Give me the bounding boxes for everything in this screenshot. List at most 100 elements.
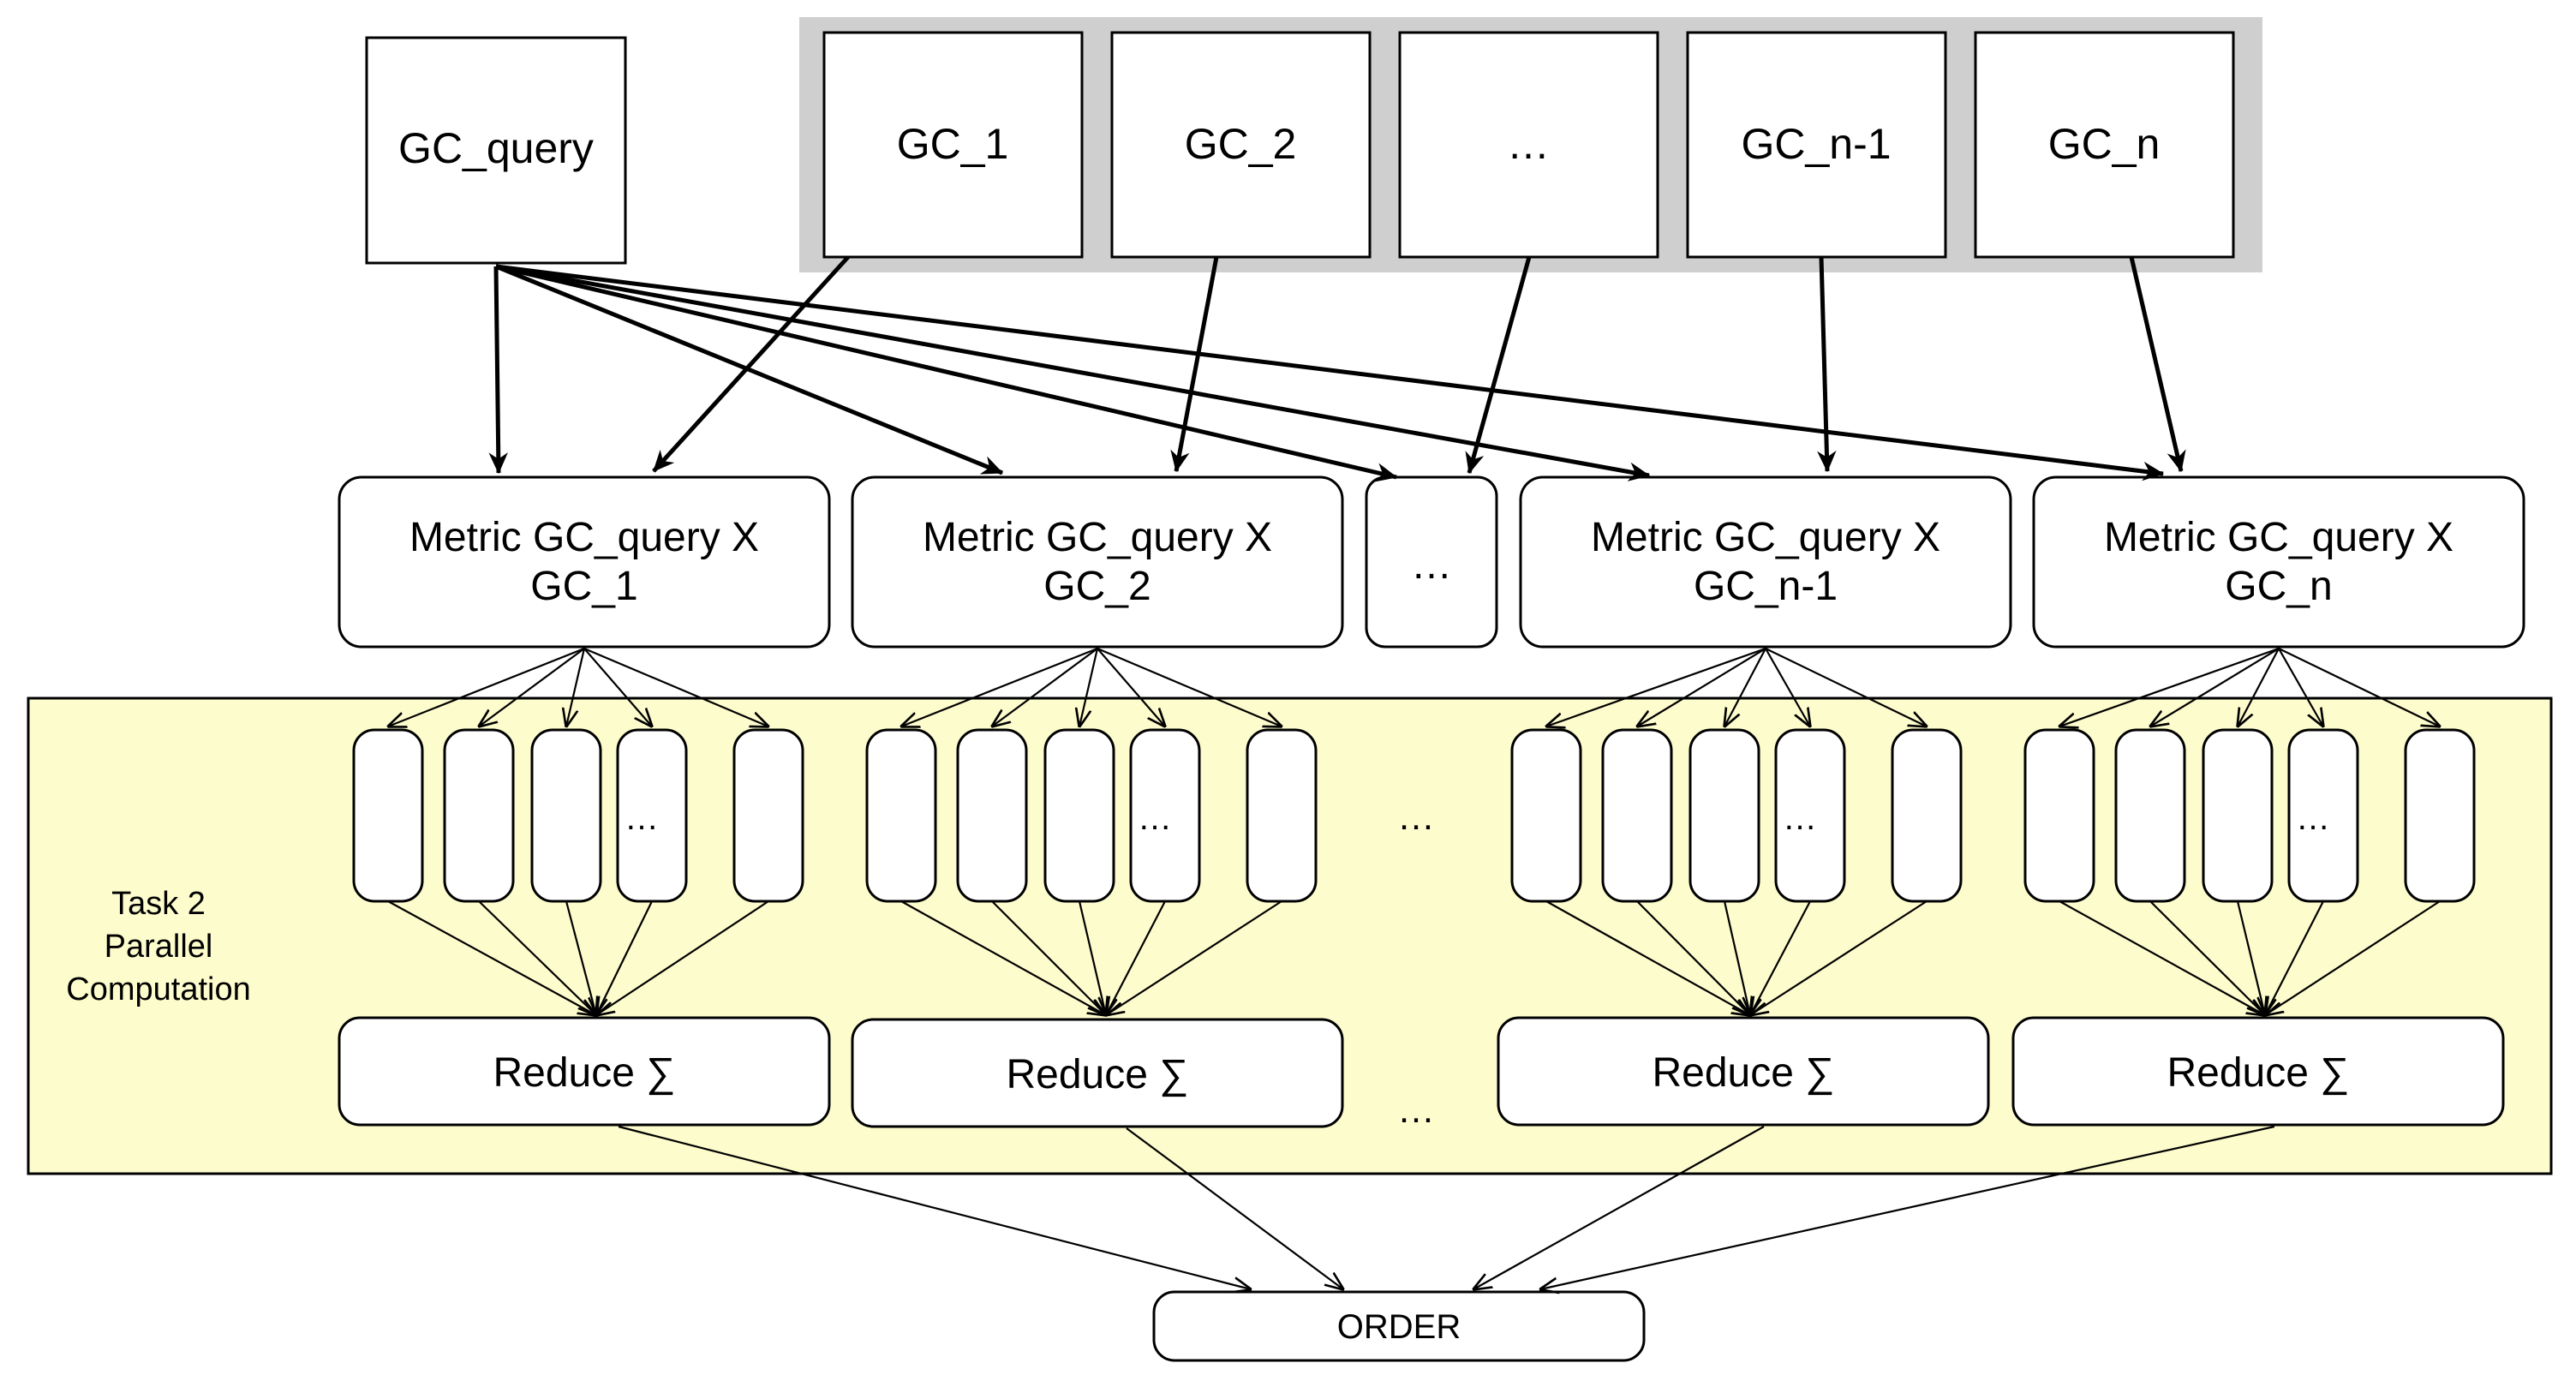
edge-worker-reduce (2149, 900, 2265, 1015)
reduce-node: Reduce ∑ (338, 1016, 831, 1127)
edge-query-metric-4 (495, 264, 1651, 481)
metric-node: Metric GC_query X GC_1 (338, 475, 831, 649)
edge-worker-reduce (900, 900, 1106, 1015)
edge-query-metric-3 (495, 264, 1398, 482)
edge-gc2-metric (1170, 256, 1219, 473)
edge-metric-worker (583, 648, 652, 726)
worker-pill (732, 728, 804, 903)
edge-metric-worker (1724, 648, 1766, 726)
edge-worker-reduce (1636, 900, 1750, 1015)
worker-pill (956, 728, 1028, 903)
collection-item-label: GC_1 (897, 120, 1009, 168)
edge-worker-reduce (596, 900, 653, 1015)
edge-metric-worker (1097, 648, 1165, 726)
edge-metric-worker (566, 648, 586, 726)
edge-gcdots-metric (1465, 256, 1532, 475)
worker-groups: … … … … (352, 647, 2476, 1015)
edge-reduce2-order (1126, 1127, 1343, 1289)
worker-group: … (2023, 647, 2476, 1015)
worker-pill (1601, 728, 1673, 903)
edge-reduce1-order (618, 1125, 1251, 1289)
reduce-label: Reduce ∑ (493, 1050, 676, 1096)
worker-ellipsis: … (1783, 799, 1817, 837)
edge-metric-worker (1546, 647, 1766, 726)
edge-metric-worker (1765, 648, 1927, 726)
reduce-label: Reduce ∑ (1653, 1050, 1835, 1096)
reduce-ellipsis: … (1397, 1089, 1435, 1131)
worker-ellipsis: … (625, 799, 659, 837)
edge-query-metric-2 (495, 264, 1004, 475)
worker-pill (2287, 728, 2359, 903)
edge-query-metric-5 (495, 264, 2165, 481)
collection-item: GC_1 (822, 31, 1084, 259)
edge-metric-worker (388, 647, 585, 726)
edge-worker-reduce (478, 900, 596, 1015)
worker-pill (2404, 728, 2476, 903)
metric-node: Metric GC_query X GC_n-1 (1519, 475, 2012, 649)
edge-reduce3-order (1473, 1126, 1765, 1289)
edge-metric-worker (1637, 648, 1766, 726)
edge-metric-worker (2278, 648, 2440, 726)
query-edges (488, 264, 2165, 482)
edge-worker-reduce (1545, 900, 1750, 1015)
worker-pill (1891, 728, 1963, 903)
worker-pill (530, 728, 602, 903)
collection-item-label: GC_n-1 (1741, 120, 1891, 168)
worker-pill (2114, 728, 2186, 903)
worker-pill (1774, 728, 1846, 903)
edge-metric-worker (1097, 647, 1282, 726)
reduce-label: Reduce ∑ (1007, 1052, 1189, 1097)
edge-gcn1-metric (1817, 256, 1837, 473)
edge-metric-worker (2238, 648, 2280, 726)
edge-worker-reduce (2059, 900, 2265, 1015)
collection-item-label: … (1507, 120, 1550, 168)
collection-item: GC_n-1 (1686, 31, 1947, 259)
edge-metric-worker (901, 647, 1098, 726)
worker-pill (2023, 728, 2095, 903)
edge-metric-worker (992, 648, 1098, 726)
edge-worker-reduce (991, 900, 1106, 1015)
edge-worker-reduce (1106, 900, 1282, 1015)
task-panel-label: Task 2 Parallel Computation (66, 886, 250, 1007)
group-ellipsis: … (1397, 796, 1435, 838)
order-label: ORDER (1337, 1308, 1461, 1346)
reduce-node: Reduce ∑ (851, 1018, 1344, 1128)
worker-group: … (352, 647, 804, 1015)
worker-pill (1043, 728, 1115, 903)
worker-pill (865, 728, 937, 903)
metric-label-line1: Metric GC_query X (2104, 515, 2453, 560)
edge-worker-reduce (1106, 900, 1166, 1015)
reduce-node: Reduce ∑ (2011, 1016, 2505, 1127)
metric-label-line2: GC_2 (1043, 564, 1151, 609)
edge-worker-reduce (1750, 900, 1928, 1015)
edge-worker-reduce (1078, 900, 1106, 1015)
worker-pill (1688, 728, 1760, 903)
collection-item: … (1398, 31, 1659, 259)
metric-label-line2: GC_1 (530, 564, 637, 609)
edge-metric-worker (2278, 648, 2323, 726)
edge-worker-reduce (565, 900, 596, 1015)
metric-label-line1: Metric GC_query X (409, 515, 759, 560)
edge-worker-reduce (596, 900, 769, 1015)
worker-pill (352, 728, 424, 903)
edge-query-metric-1 (488, 266, 508, 475)
worker-pill (616, 728, 688, 903)
edge-metric-worker (1079, 648, 1099, 726)
metric-ellipsis-label: … (1411, 542, 1452, 588)
metric-label-line1: Metric GC_query X (923, 515, 1272, 560)
task-panel-label-line: Parallel (105, 929, 213, 965)
worker-pill (1246, 728, 1318, 903)
metric-label-line2: GC_n (2225, 564, 2332, 609)
edge-metric-worker (2059, 647, 2280, 726)
edge-metric-worker (583, 647, 768, 726)
worker-pill (2202, 728, 2274, 903)
edge-metric-worker (2150, 648, 2280, 726)
order-edges (618, 1125, 2275, 1289)
gc-query-label: GC_query (398, 124, 594, 172)
metric-node-ellipsis: … (1365, 475, 1498, 649)
edge-gc1-metric (652, 255, 850, 473)
collection-item-label: GC_2 (1185, 120, 1297, 168)
metric-node: Metric GC_query X GC_n (2032, 475, 2525, 649)
metric-node: Metric GC_query X GC_2 (851, 475, 1344, 649)
